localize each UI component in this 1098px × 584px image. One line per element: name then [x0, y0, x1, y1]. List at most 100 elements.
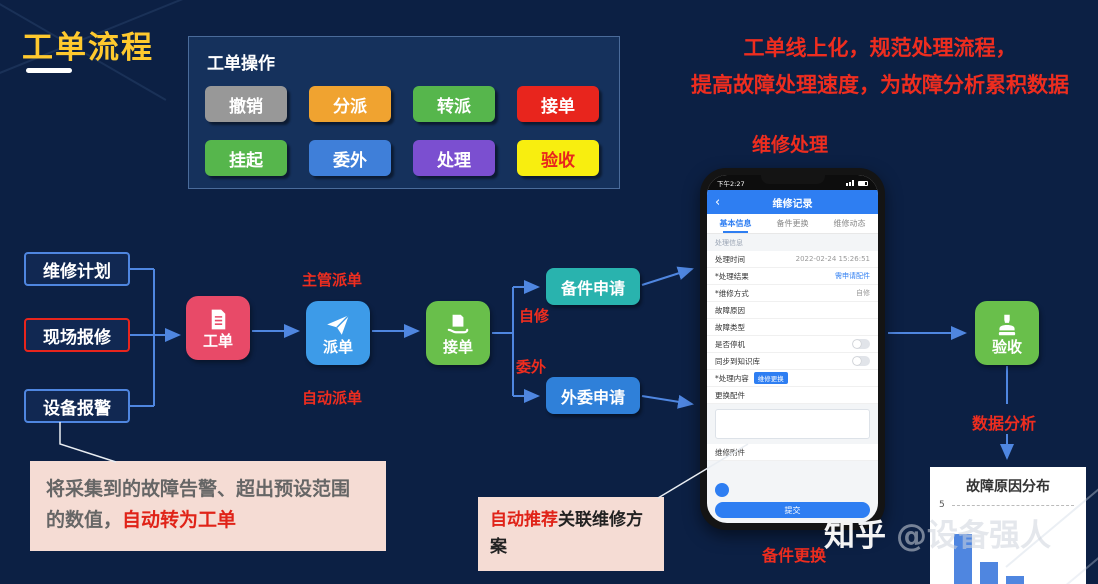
op-button-revoke[interactable]: 撤销 [205, 86, 287, 122]
label-auto-dispatch: 自动派单 [302, 389, 363, 407]
op-button-assign[interactable]: 分派 [309, 86, 391, 122]
signal-icon [852, 179, 854, 186]
battery-icon [858, 180, 868, 186]
row-label: 同步到知识库 [715, 356, 760, 366]
label-data-analysis: 数据分析 [972, 414, 1037, 433]
suggest-note-highlight: 自动推荐 [490, 510, 558, 530]
row-label: 故障原因 [715, 305, 745, 315]
row-label: *维修方式 [715, 288, 749, 298]
row-value: 需申请配件 [835, 272, 870, 280]
status-time: 下午2:27 [717, 179, 745, 188]
row-fault-type[interactable]: 故障类型 [707, 319, 878, 336]
chart-title: 故障原因分布 [966, 479, 1050, 495]
source-label: 设备报警 [43, 398, 111, 419]
row-process-time[interactable]: 处理时间 2022-02-24 15:26:51 [707, 251, 878, 268]
signal-icon [846, 182, 848, 186]
paper-plane-icon [327, 314, 350, 335]
op-button-inspect[interactable]: 验收 [517, 140, 599, 176]
document-icon [211, 309, 225, 330]
outsource-request-button[interactable]: 外委申请 [546, 377, 640, 414]
op-button-accept[interactable]: 接单 [517, 86, 599, 122]
row-label: 维修附件 [715, 447, 745, 457]
flow-node-label: 接单 [442, 337, 473, 356]
back-icon[interactable]: ‹ [715, 194, 721, 210]
app-body: 处理信息 处理时间 2022-02-24 15:26:51 *处理结果 需申请配… [707, 234, 878, 523]
flow-node-inspect: 验收 [975, 301, 1039, 365]
headline-line1: 工单线上化，规范处理流程， [743, 36, 1017, 60]
source-label: 现场报修 [43, 327, 111, 348]
phone-notch [760, 175, 825, 184]
flow-node-label: 派单 [322, 337, 353, 356]
row-fault-cause[interactable]: 故障原因 [707, 302, 878, 319]
toggle-switch[interactable] [852, 339, 870, 349]
fault-cause-chart-panel: 故障原因分布 5 [930, 467, 1086, 584]
signal-icon [849, 181, 851, 186]
alarm-note-text: 的数值， [46, 509, 123, 532]
label-supervisor-dispatch: 主管派单 [302, 271, 363, 289]
title-underline [26, 68, 72, 73]
alarm-note: 将采集到的故障告警、超出预设范围 的数值，自动转为工单 [30, 461, 386, 551]
operations-grid: 撤销 分派 转派 接单 挂起 委外 处理 验收 [205, 86, 603, 176]
source-box-repair-plan: 维修计划 [24, 252, 130, 286]
zhihu-logo-text: 知乎 [824, 518, 886, 554]
tab-basic-info[interactable]: 基本信息 [707, 214, 764, 233]
op-button-suspend[interactable]: 挂起 [205, 140, 287, 176]
stamp-icon [998, 314, 1016, 335]
y-axis-tick: 5 [939, 500, 945, 510]
alarm-note-highlight: 自动转为工单 [122, 509, 237, 532]
tab-parts-replace[interactable]: 备件更换 [776, 219, 809, 228]
row-sync-knowledge[interactable]: 同步到知识库 [707, 353, 878, 370]
label-repair-process: 维修处理 [752, 134, 829, 156]
op-button-outsource[interactable]: 委外 [309, 140, 391, 176]
row-process-result[interactable]: *处理结果 需申请配件 [707, 268, 878, 285]
row-label: *处理结果 [715, 271, 749, 281]
chart-area: 5 [939, 500, 1074, 584]
op-button-process[interactable]: 处理 [413, 140, 495, 176]
row-replace-parts[interactable]: 更换配件 [707, 387, 878, 404]
watermark: 知乎 @设备强人 [824, 510, 1051, 555]
tab-repair-activity[interactable]: 维修动态 [833, 219, 866, 228]
status-icons [846, 179, 868, 186]
branch-button-label: 备件申请 [560, 278, 625, 298]
row-is-shutdown[interactable]: 是否停机 [707, 336, 878, 353]
app-header: ‹ 维修记录 [707, 190, 878, 214]
content-textarea[interactable] [715, 409, 870, 439]
label-parts-replace: 备件更换 [762, 546, 827, 565]
operations-panel-title: 工单操作 [207, 54, 275, 74]
app-title: 维修记录 [772, 198, 813, 210]
floating-action-button[interactable] [715, 483, 729, 497]
row-label: 故障类型 [715, 322, 745, 332]
phone-mockup: 下午2:27 ‹ 维修记录 基本信息 备件更换 维修动态 处理信息 [700, 168, 885, 530]
app-tabs: 基本信息 备件更换 维修动态 [707, 214, 878, 234]
source-box-device-alarm: 设备报警 [24, 389, 130, 423]
row-label: 更换配件 [715, 390, 745, 400]
mini-bar-chart [954, 504, 1072, 584]
submit-button[interactable]: 提交 [715, 502, 870, 518]
row-repair-method[interactable]: *维修方式 自修 [707, 285, 878, 302]
row-process-content[interactable]: *处理内容 维修更换 [707, 370, 878, 387]
phone-screen: 下午2:27 ‹ 维修记录 基本信息 备件更换 维修动态 处理信息 [707, 175, 878, 523]
branch-button-label: 外委申请 [560, 387, 625, 407]
parts-request-button[interactable]: 备件申请 [546, 268, 640, 305]
headline-line2: 提高故障处理速度，为故障分析累积数据 [691, 73, 1069, 97]
gridline [952, 505, 1074, 506]
row-attachment[interactable]: 维修附件 [707, 444, 878, 461]
source-box-onsite-report: 现场报修 [24, 318, 130, 352]
page-title: 工单流程 [22, 30, 154, 66]
tag-chip[interactable]: 维修更换 [753, 372, 788, 384]
alarm-note-text: 将采集到的故障告警、超出预设范围 [46, 478, 351, 500]
toggle-switch[interactable] [852, 356, 870, 366]
suggest-note-text: 关联维修方案 [490, 510, 643, 558]
row-label: *处理内容 [715, 373, 749, 383]
suggest-note: 自动推荐关联维修方案 [478, 497, 664, 571]
row-label: 处理时间 [715, 254, 745, 264]
op-button-transfer[interactable]: 转派 [413, 86, 495, 122]
row-value: 自修 [856, 289, 870, 297]
section-title: 处理信息 [715, 239, 743, 247]
row-value: 2022-02-24 15:26:51 [795, 255, 870, 263]
flow-node-work-order: 工单 [186, 296, 250, 360]
flow-node-label: 验收 [991, 337, 1022, 356]
watermark-handle: @设备强人 [896, 518, 1051, 554]
receive-order-icon [447, 314, 469, 333]
